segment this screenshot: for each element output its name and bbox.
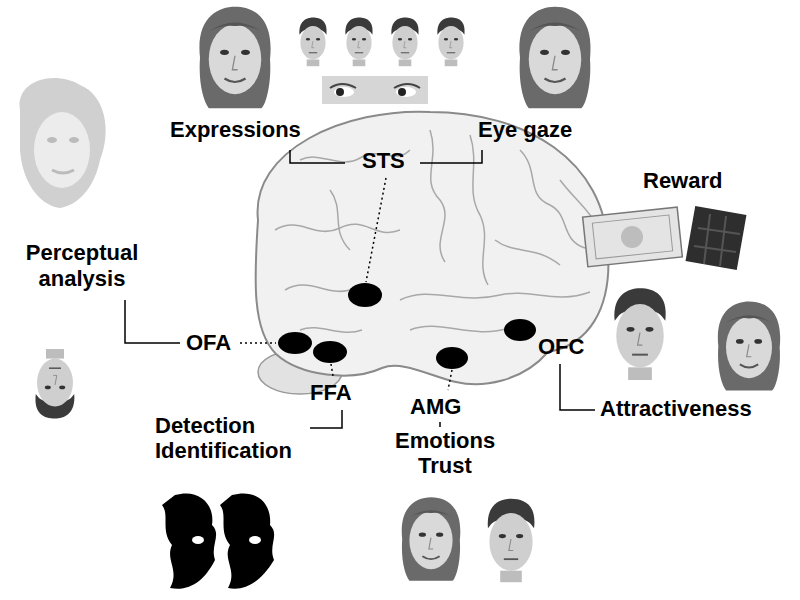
chocolate [686,206,747,270]
eyes-strip [322,76,428,104]
function-label: Attractiveness [600,396,752,422]
region-label: FFA [310,380,352,406]
function-label: Expressions [170,117,301,143]
function-label: Perceptual analysis [2,240,162,292]
brain [256,112,609,394]
inverted-face [35,349,74,419]
function-label: Reward [643,168,722,194]
smiling-face [199,7,270,109]
expression-face [345,17,372,66]
money-bill [583,207,683,267]
function-label: Eye gaze [478,117,572,143]
expression-face [299,17,326,66]
expression-face [437,17,464,66]
region-label: STS [362,148,405,174]
region-label: OFA [186,330,231,356]
function-label: Trust [418,453,472,479]
region-label: AMG [410,394,461,420]
mooney-faces [162,493,274,588]
function-label: Detection [155,413,255,439]
dotted-leaders [240,178,452,390]
attractive-face [718,302,780,391]
pop-art-silhouette [20,78,106,208]
region-label: OFC [538,334,584,360]
function-label: Emotions [395,428,495,454]
neutral-face [488,499,535,583]
attractive-face [614,288,665,380]
expression-face [391,17,418,66]
function-label: Identification [155,438,292,464]
gaze-face [519,7,590,109]
leader-lines [125,150,595,428]
fearful-face [402,497,461,581]
